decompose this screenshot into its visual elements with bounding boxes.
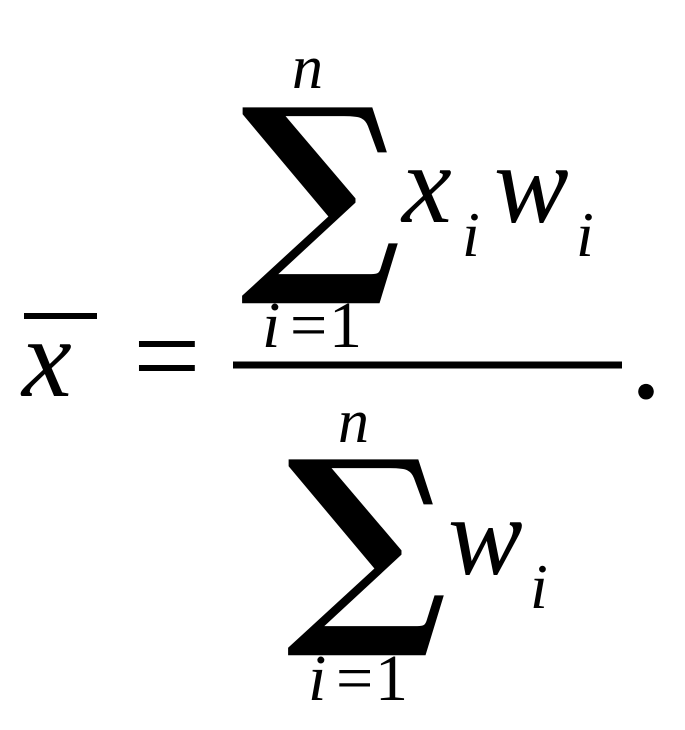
numerator-sum-symbol: ∑ (240, 60, 402, 313)
numerator-term1-base: x (400, 123, 452, 247)
numerator-upper-limit: n (292, 34, 323, 102)
denominator-term-subscript: i (530, 551, 548, 622)
numerator-term1-subscript: i (462, 199, 480, 270)
denominator-sum-symbol: ∑ (286, 412, 448, 665)
denominator-upper-limit: n (338, 388, 369, 456)
numerator-lower-index: i (262, 289, 280, 362)
denominator-lower-index: i (308, 642, 326, 715)
numerator: n ∑ x i w i i = 1 (240, 34, 594, 362)
denominator-term-base: w (448, 475, 523, 599)
numerator-term2-subscript: i (576, 199, 594, 270)
lhs-variable: x (20, 297, 72, 421)
numerator-lower-equals: = (290, 289, 327, 362)
equals-sign: = (133, 289, 201, 422)
denominator-lower-value: 1 (375, 642, 408, 715)
denominator-lower-equals: = (336, 642, 373, 715)
denominator: n ∑ w i i = 1 (286, 388, 548, 715)
numerator-term2-base: w (494, 123, 569, 247)
numerator-lower-value: 1 (329, 289, 362, 362)
trailing-period: . (634, 312, 658, 419)
